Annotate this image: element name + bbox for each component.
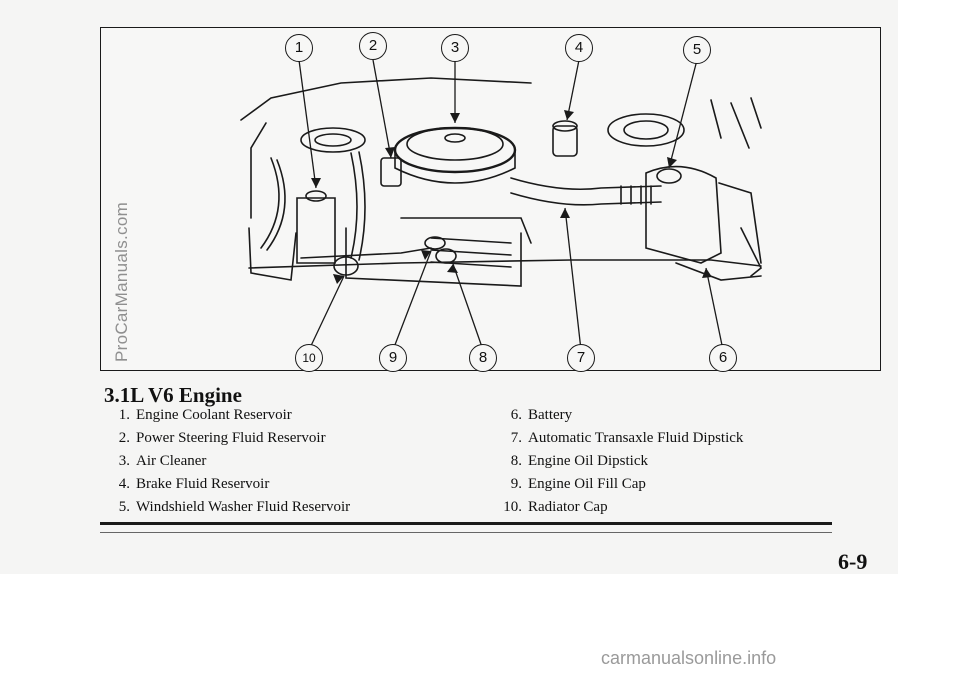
legend-label: Engine Coolant Reservoir xyxy=(136,407,292,423)
footer-rule-thin xyxy=(100,532,832,533)
legend-number: 4. xyxy=(108,473,130,496)
legend-label: Battery xyxy=(528,407,572,423)
legend-label: Windshield Washer Fluid Reservoir xyxy=(136,499,350,515)
footer-rule-thick xyxy=(100,522,832,525)
legend-number: 7. xyxy=(500,427,522,450)
manual-page: 1 2 3 4 5 10 9 8 7 6 ProCarManuals.com 3… xyxy=(0,0,898,574)
side-watermark: ProCarManuals.com xyxy=(112,202,132,362)
legend-number: 10. xyxy=(500,496,522,519)
footer-watermark: carmanualsonline.info xyxy=(601,648,776,669)
legend-label: Engine Oil Dipstick xyxy=(528,453,648,469)
legend-number: 1. xyxy=(108,404,130,427)
legend-label: Brake Fluid Reservoir xyxy=(136,476,269,492)
legend-right-column: 6. Battery 7. Automatic Transaxle Fluid Di… xyxy=(500,404,743,519)
legend-number: 8. xyxy=(500,450,522,473)
callout-7: 7 xyxy=(567,344,595,372)
legend-number: 5. xyxy=(108,496,130,519)
callout-1: 1 xyxy=(285,34,313,62)
legend-item: 4. Brake Fluid Reservoir xyxy=(108,473,350,496)
legend-label: Automatic Transaxle Fluid Dipstick xyxy=(528,430,743,446)
engine-illustration xyxy=(101,28,880,370)
callout-3: 3 xyxy=(441,34,469,62)
legend-number: 2. xyxy=(108,427,130,450)
engine-diagram: 1 2 3 4 5 10 9 8 7 6 xyxy=(100,27,881,371)
legend-label: Air Cleaner xyxy=(136,453,206,469)
legend-left-column: 1. Engine Coolant Reservoir 2. Power Steer… xyxy=(108,404,350,519)
legend-item: 3. Air Cleaner xyxy=(108,450,350,473)
legend-item: 5. Windshield Washer Fluid Reservoir xyxy=(108,496,350,519)
legend-item: 7. Automatic Transaxle Fluid Dipstick xyxy=(500,427,743,450)
legend-item: 1. Engine Coolant Reservoir xyxy=(108,404,350,427)
callout-2: 2 xyxy=(359,32,387,60)
page-number: 6-9 xyxy=(838,549,867,575)
callout-8: 8 xyxy=(469,344,497,372)
callout-5: 5 xyxy=(683,36,711,64)
legend-number: 9. xyxy=(500,473,522,496)
legend-item: 6. Battery xyxy=(500,404,743,427)
legend-label: Engine Oil Fill Cap xyxy=(528,476,646,492)
callout-6: 6 xyxy=(709,344,737,372)
legend-item: 10. Radiator Cap xyxy=(500,496,743,519)
legend-item: 9. Engine Oil Fill Cap xyxy=(500,473,743,496)
callout-9: 9 xyxy=(379,344,407,372)
legend-number: 6. xyxy=(500,404,522,427)
legend-number: 3. xyxy=(108,450,130,473)
legend-label: Radiator Cap xyxy=(528,499,608,515)
callout-4: 4 xyxy=(565,34,593,62)
legend-label: Power Steering Fluid Reservoir xyxy=(136,430,326,446)
callout-10: 10 xyxy=(295,344,323,372)
legend-item: 8. Engine Oil Dipstick xyxy=(500,450,743,473)
legend-item: 2. Power Steering Fluid Reservoir xyxy=(108,427,350,450)
